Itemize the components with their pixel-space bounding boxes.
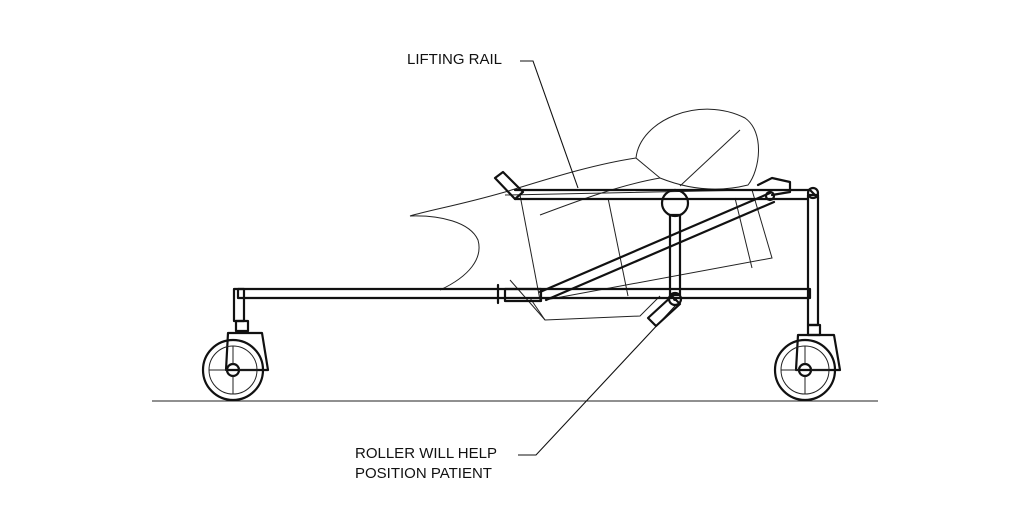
diagonal-brace xyxy=(538,191,776,302)
lower-frame xyxy=(232,193,820,327)
callout-leaders xyxy=(518,60,677,456)
roller-label-line-2: POSITION PATIENT xyxy=(355,465,492,482)
left-caster xyxy=(201,319,270,402)
center-post xyxy=(660,188,690,297)
right-caster xyxy=(773,323,842,402)
roller-label: ROLLER WILL HELP POSITION PATIENT xyxy=(355,444,497,484)
lifting-rail-label: LIFTING RAIL xyxy=(407,51,503,68)
roller-lever xyxy=(646,291,683,328)
lifting-rail xyxy=(493,170,820,202)
roller-label-line-1: ROLLER WILL HELP xyxy=(355,445,497,462)
patient-silhouette xyxy=(409,108,773,321)
